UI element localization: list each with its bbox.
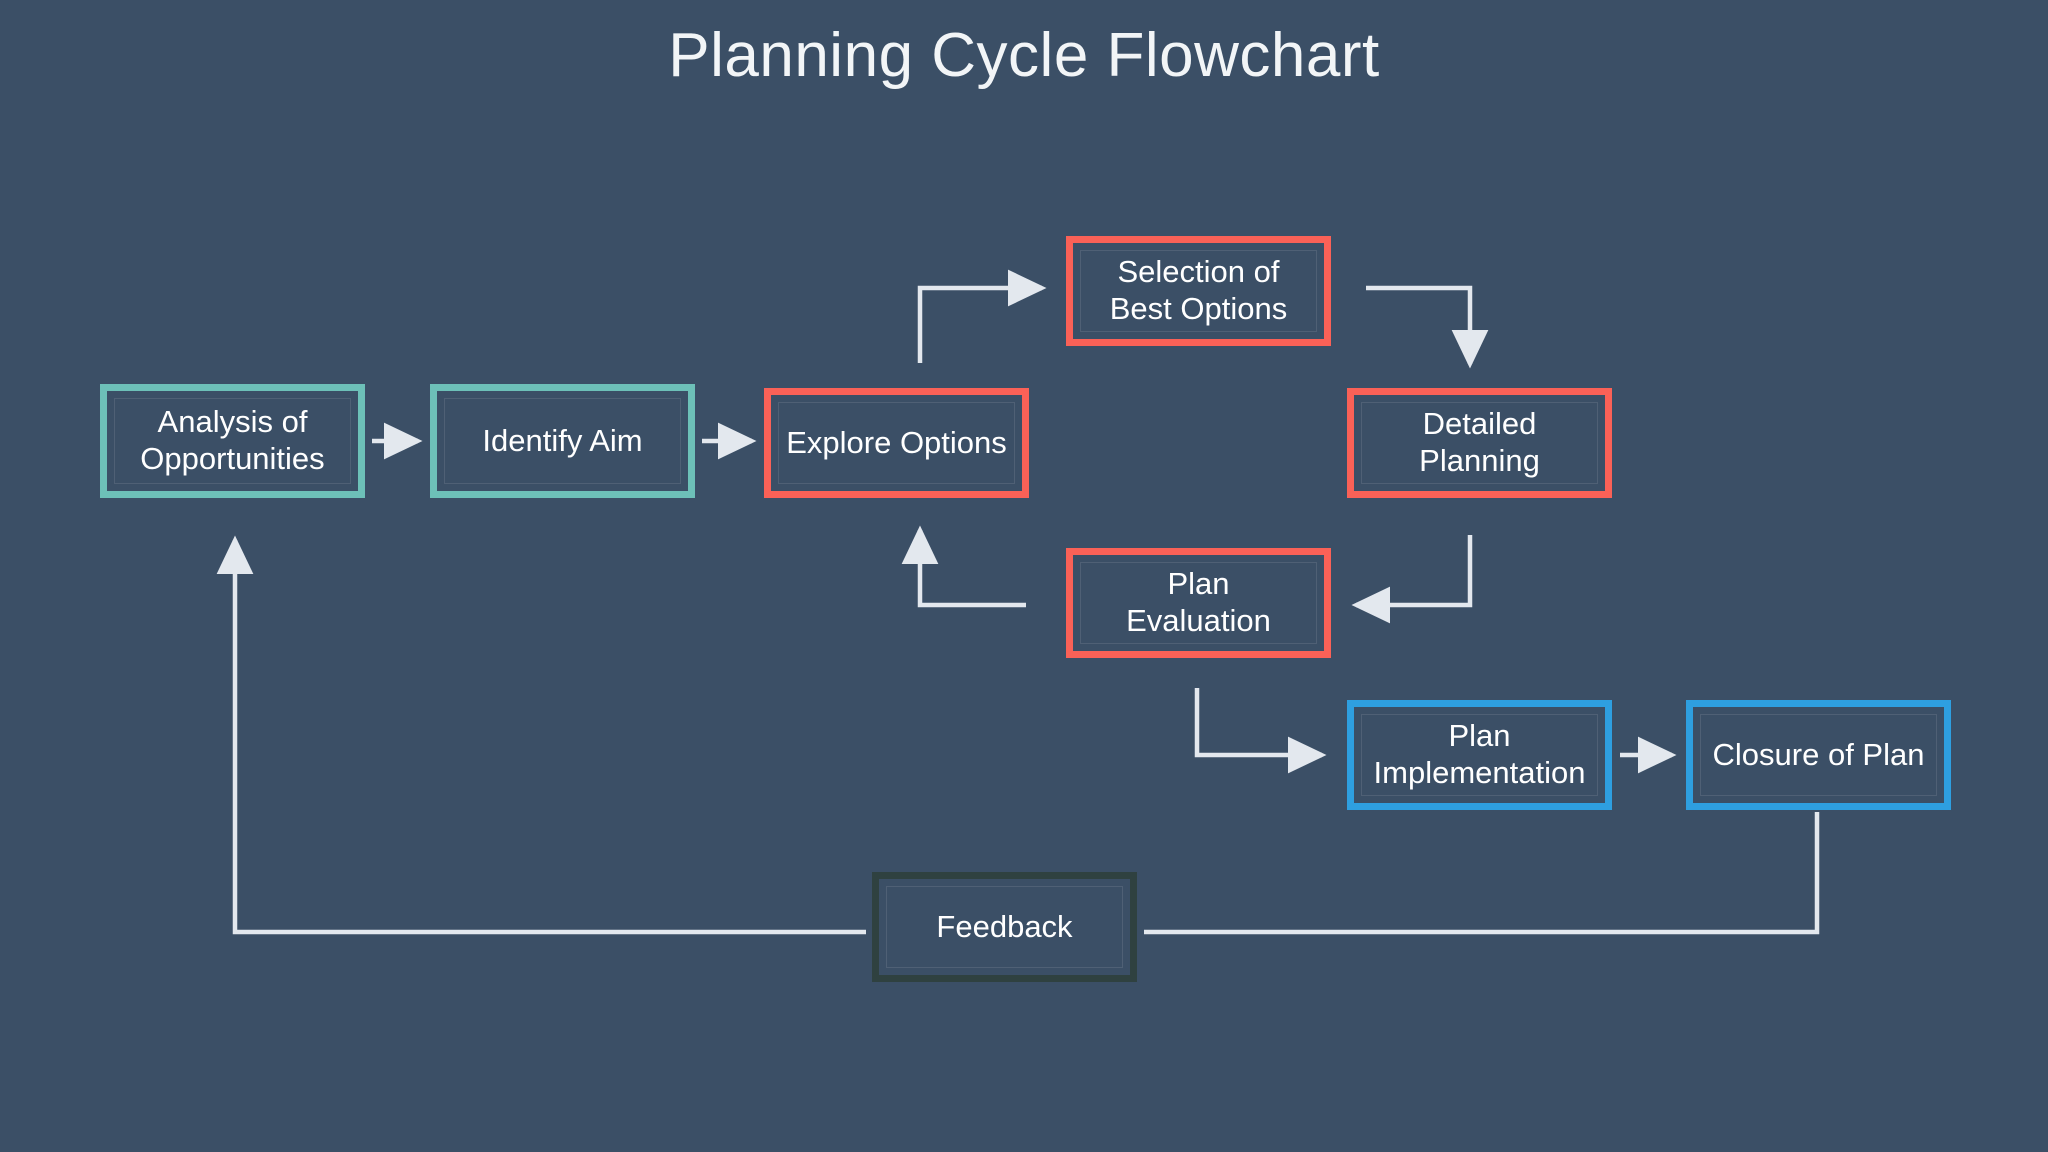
- node-label: Closure of Plan: [1712, 736, 1925, 772]
- edge-closure-to-feedback: [1144, 812, 1820, 935]
- node-feedback[interactable]: Feedback: [872, 872, 1137, 982]
- page-title: Planning Cycle Flowchart: [668, 21, 1380, 90]
- node-label: Identify Aim: [482, 422, 643, 458]
- node-explore-options[interactable]: Explore Options: [764, 388, 1029, 498]
- edge-evaluation-to-implementation: [1194, 688, 1327, 774]
- edge-evaluation-to-explore: [901, 525, 1026, 608]
- node-closure-of-plan[interactable]: Closure of Plan: [1686, 700, 1951, 810]
- edge-explore-to-selection: [917, 269, 1047, 363]
- edge-feedback-to-analysis: [216, 535, 866, 935]
- node-identify-aim[interactable]: Identify Aim: [430, 384, 695, 498]
- node-label: Explore Options: [786, 424, 1007, 460]
- edge-detailed-to-evaluation: [1351, 535, 1473, 624]
- node-label: Feedback: [936, 908, 1073, 944]
- edge-selection-to-detailed: [1366, 285, 1489, 369]
